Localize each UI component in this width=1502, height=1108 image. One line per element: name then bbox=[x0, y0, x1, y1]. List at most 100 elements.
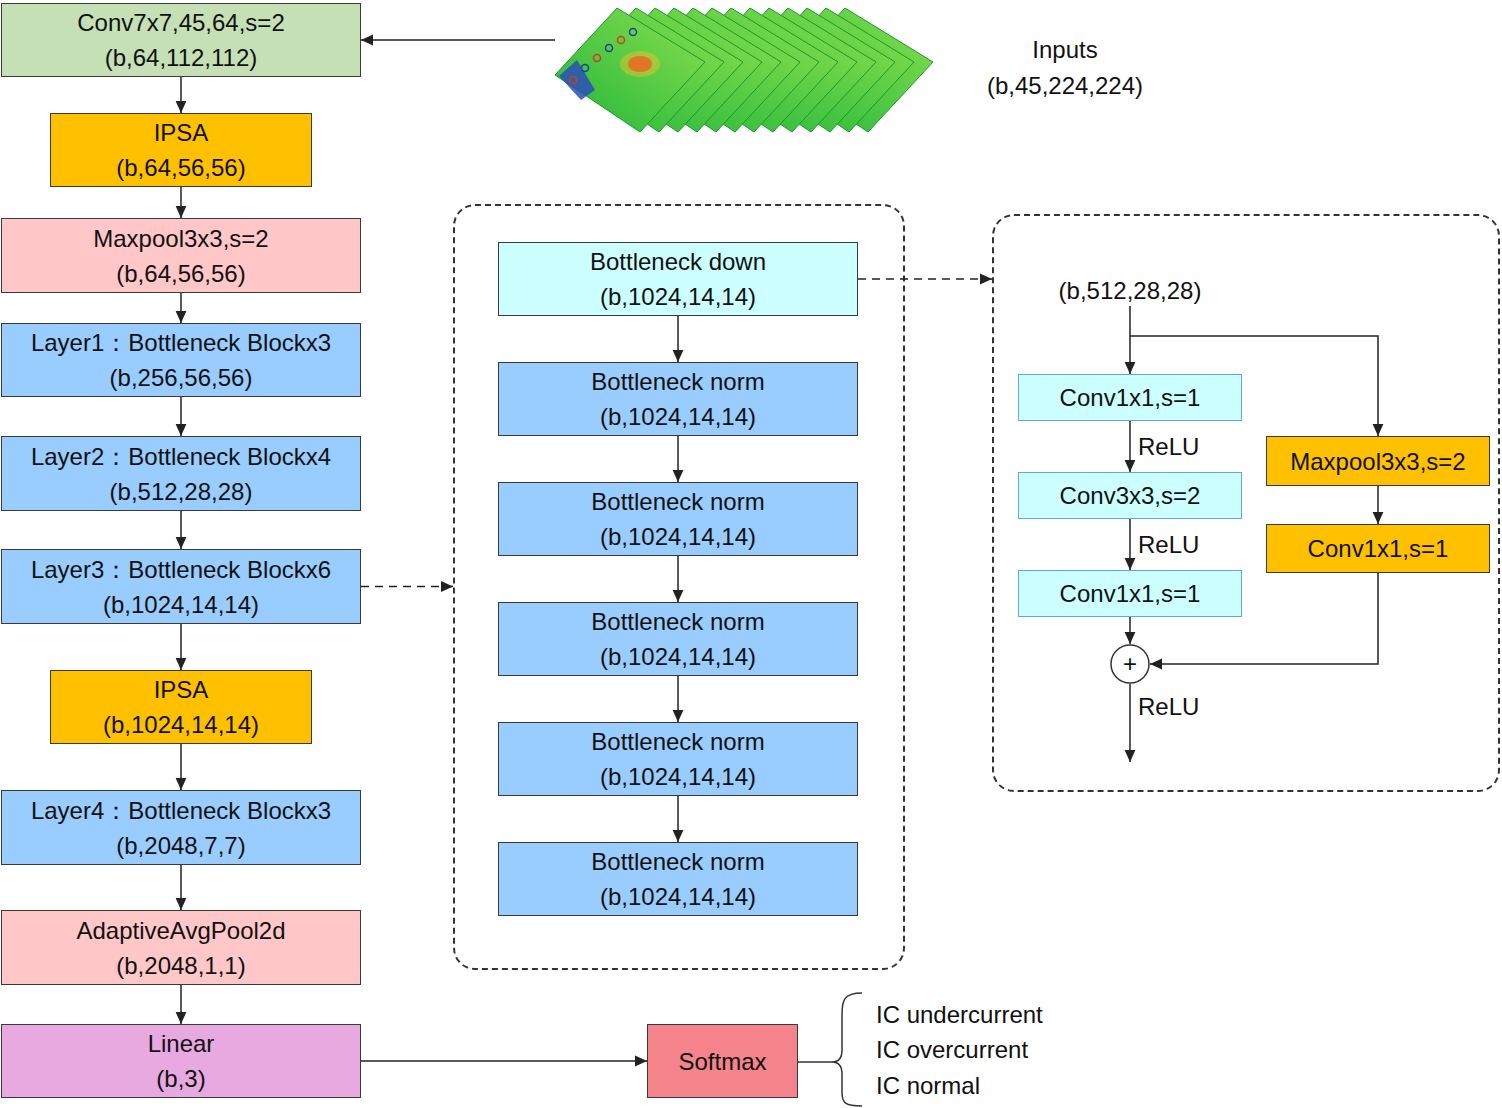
text-wrap: Conv1x1,s=1 bbox=[1019, 571, 1241, 616]
flow-arrow bbox=[677, 556, 679, 602]
text-wrap: IPSA(b,64,56,56) bbox=[51, 114, 311, 186]
flow-arrow bbox=[180, 293, 182, 323]
tensor-shape: (b,64,112,112) bbox=[105, 40, 258, 75]
input-channel bbox=[555, 8, 705, 132]
component-marker bbox=[618, 37, 625, 44]
tensor-shape: (b,1024,14,14) bbox=[600, 279, 756, 314]
component-marker bbox=[594, 55, 601, 62]
tensor-shape: (b,512,28,28) bbox=[110, 474, 253, 509]
box-title: Conv1x1,s=1 bbox=[1060, 380, 1201, 415]
tensor-shape: (b,64,56,56) bbox=[116, 150, 245, 185]
box-title: Bottleneck norm bbox=[591, 844, 764, 879]
component-marker bbox=[582, 65, 589, 72]
tensor-shape: (b,1024,14,14) bbox=[600, 519, 756, 554]
flow-arrow bbox=[361, 1060, 647, 1062]
conv-layer-box: Conv7x7,45,64,s=2(b,64,112,112) bbox=[1, 3, 361, 77]
text-wrap: Softmax bbox=[648, 1025, 797, 1097]
flow-arrow bbox=[180, 77, 182, 113]
box-title: IPSA bbox=[154, 115, 209, 150]
text-wrap: Maxpool3x3,s=2 bbox=[1267, 437, 1489, 485]
tensor-shape: (b,256,56,56) bbox=[110, 360, 253, 395]
tensor-shape: (b,3) bbox=[156, 1061, 205, 1096]
text-wrap: + bbox=[1110, 644, 1150, 684]
heatmap-spot bbox=[620, 51, 660, 77]
edge-label: ReLU bbox=[1138, 530, 1199, 560]
flow-arrow bbox=[180, 397, 182, 436]
box-title: Maxpool3x3,s=2 bbox=[93, 221, 268, 256]
layer-box: Layer2：Bottleneck Blockx4(b,512,28,28) bbox=[1, 436, 361, 511]
text-wrap: Layer1：Bottleneck Blockx3(b,256,56,56) bbox=[2, 324, 360, 396]
box-title: + bbox=[1123, 644, 1137, 684]
text-wrap: Conv7x7,45,64,s=2(b,64,112,112) bbox=[2, 4, 360, 76]
input-image bbox=[555, 0, 955, 138]
box-title: Layer4：Bottleneck Blockx3 bbox=[31, 793, 331, 828]
box-title: Layer3：Bottleneck Blockx6 bbox=[31, 552, 331, 587]
conv-box: Conv1x1,s=1 bbox=[1018, 374, 1242, 421]
text-wrap: Inputs(b,45,224,224) bbox=[965, 32, 1165, 104]
class-label: IC overcurrent bbox=[876, 1035, 1028, 1065]
box-title: Softmax bbox=[678, 1044, 766, 1079]
activation-label: ReLU bbox=[1138, 692, 1199, 722]
flow-arrow bbox=[180, 865, 182, 910]
text-wrap: IPSA(b,1024,14,14) bbox=[51, 671, 311, 743]
input-wire bbox=[1129, 306, 1131, 374]
text-wrap: Bottleneck down(b,1024,14,14) bbox=[499, 243, 857, 315]
sum-outline bbox=[1111, 645, 1149, 683]
bottleneck-box: Bottleneck norm(b,1024,14,14) bbox=[498, 602, 858, 676]
tensor-shape: (b,1024,14,14) bbox=[600, 399, 756, 434]
block-group: Bottleneck down(b,1024,14,14)Bottleneck … bbox=[453, 204, 905, 970]
box-title: Bottleneck norm bbox=[591, 724, 764, 759]
detail-connector bbox=[858, 278, 992, 280]
text-wrap: Bottleneck norm(b,1024,14,14) bbox=[499, 723, 857, 795]
pool-box: AdaptiveAvgPool2d(b,2048,1,1) bbox=[1, 910, 361, 985]
class-label: IC undercurrent bbox=[876, 1000, 1043, 1030]
heatmap-patch bbox=[559, 60, 595, 100]
component-marker bbox=[570, 77, 577, 84]
tensor-shape: (b,1024,14,14) bbox=[103, 587, 259, 622]
text-wrap: Conv1x1,s=1 bbox=[1267, 525, 1489, 572]
text-wrap: Layer2：Bottleneck Blockx4(b,512,28,28) bbox=[2, 437, 360, 510]
tensor-shape: (b,2048,7,7) bbox=[116, 828, 245, 863]
bottleneck-box: Bottleneck norm(b,1024,14,14) bbox=[498, 842, 858, 916]
flow-arrow bbox=[361, 39, 555, 41]
conv-box: Conv1x1,s=1 bbox=[1266, 524, 1490, 573]
tensor-shape: (b,64,56,56) bbox=[116, 256, 245, 291]
text-wrap: Layer4：Bottleneck Blockx3(b,2048,7,7) bbox=[2, 791, 360, 864]
flow-arrow bbox=[180, 744, 182, 790]
text-wrap: Bottleneck norm(b,1024,14,14) bbox=[499, 843, 857, 915]
box-title: Bottleneck down bbox=[590, 244, 766, 279]
flow-arrow bbox=[677, 436, 679, 482]
box-title: Linear bbox=[148, 1026, 215, 1061]
tensor-shape: (b,2048,1,1) bbox=[116, 948, 245, 983]
box-title: Conv1x1,s=1 bbox=[1060, 576, 1201, 611]
layer-box: Layer1：Bottleneck Blockx3(b,256,56,56) bbox=[1, 323, 361, 397]
text-wrap: Bottleneck norm(b,1024,14,14) bbox=[499, 603, 857, 675]
tensor-shape: (b,45,224,224) bbox=[987, 68, 1143, 104]
detail-connector bbox=[361, 586, 453, 588]
box-title: Layer2：Bottleneck Blockx4 bbox=[31, 439, 331, 474]
box-title: Maxpool3x3,s=2 bbox=[1290, 444, 1465, 479]
text-wrap: Conv1x1,s=1 bbox=[1019, 375, 1241, 420]
sum-node: + bbox=[1110, 644, 1150, 684]
leader-line bbox=[798, 1061, 832, 1063]
bottleneck-box: Bottleneck norm(b,1024,14,14) bbox=[498, 722, 858, 796]
conv-box: Conv3x3,s=2 bbox=[1018, 472, 1242, 519]
attention-box: IPSA(b,64,56,56) bbox=[50, 113, 312, 187]
softmax-box: Softmax bbox=[647, 1024, 798, 1098]
bottleneck-box: Bottleneck norm(b,1024,14,14) bbox=[498, 482, 858, 556]
flow-arrow bbox=[677, 796, 679, 842]
flow-arrow bbox=[180, 511, 182, 549]
tensor-shape: (b,1024,14,14) bbox=[103, 707, 259, 742]
box-title: Bottleneck norm bbox=[591, 484, 764, 519]
flow-arrow bbox=[677, 316, 679, 362]
output-wire bbox=[1129, 684, 1131, 762]
tensor-shape: (b,512,28,28) bbox=[1059, 276, 1202, 306]
flow-arrow bbox=[677, 676, 679, 722]
class-brace bbox=[832, 993, 862, 1106]
flow-arrow bbox=[1377, 486, 1379, 524]
box-title: Conv7x7,45,64,s=2 bbox=[77, 5, 284, 40]
edge-label: ReLU bbox=[1138, 432, 1199, 462]
text-wrap: Layer3：Bottleneck Blockx6(b,1024,14,14) bbox=[2, 550, 360, 623]
box-title: AdaptiveAvgPool2d bbox=[76, 913, 285, 948]
tensor-shape: (b,1024,14,14) bbox=[600, 639, 756, 674]
